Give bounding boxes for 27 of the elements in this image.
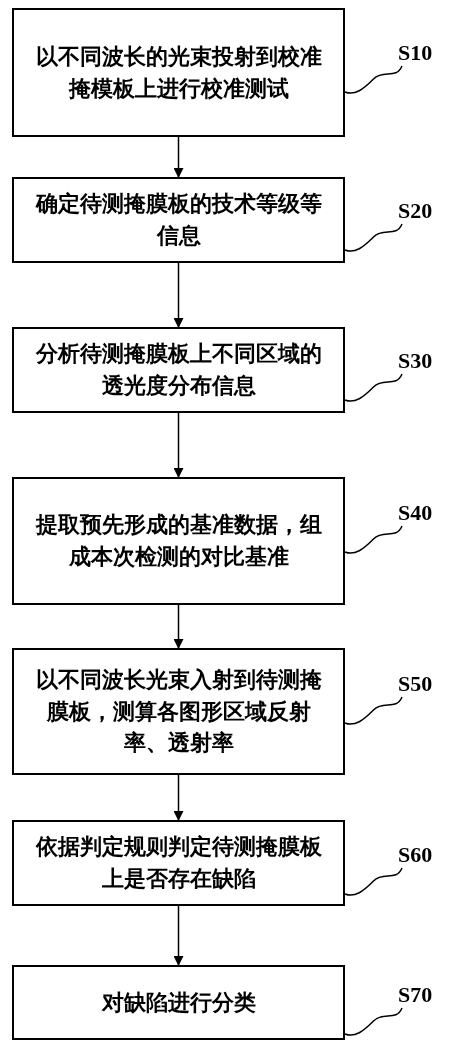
process-box: 以不同波长的光束投射到校准掩模板上进行校准测试 xyxy=(12,8,345,137)
arrow xyxy=(173,412,184,478)
leader-line xyxy=(344,696,403,725)
process-box: 分析待测掩膜板上不同区域的透光度分布信息 xyxy=(12,327,345,413)
leader-line xyxy=(344,867,403,896)
leader-line xyxy=(344,1007,403,1036)
arrow xyxy=(173,262,184,328)
leader-line xyxy=(344,525,403,554)
process-box: 确定待测掩膜板的技术等级等信息 xyxy=(12,177,345,263)
step-label: S50 xyxy=(398,669,462,697)
leader-line xyxy=(344,223,403,252)
process-box: 以不同波长光束入射到待测掩膜板，测算各图形区域反射率、透射率 xyxy=(12,648,345,775)
process-box: 对缺陷进行分类 xyxy=(12,965,345,1040)
process-box: 依据判定规则判定待测掩膜板上是否存在缺陷 xyxy=(12,820,345,906)
leader-line xyxy=(344,65,403,94)
arrow xyxy=(173,136,184,178)
step-label: S70 xyxy=(398,980,462,1008)
arrow xyxy=(173,774,184,821)
arrow xyxy=(173,604,184,649)
step-label: S60 xyxy=(398,840,462,868)
leader-line xyxy=(344,373,403,402)
step-label: S10 xyxy=(398,38,462,66)
step-label: S40 xyxy=(398,498,462,526)
arrow xyxy=(173,905,184,966)
step-label: S30 xyxy=(398,346,462,374)
process-box: 提取预先形成的基准数据，组成本次检测的对比基准 xyxy=(12,477,345,605)
step-label: S20 xyxy=(398,196,462,224)
